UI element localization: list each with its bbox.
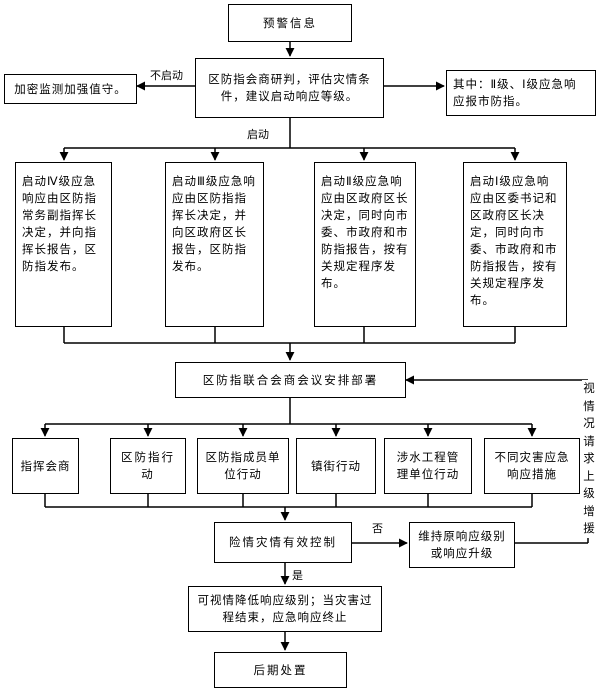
label-yes: 是 xyxy=(292,569,303,582)
level-3-box: 启动Ⅲ级应急响应由区防指指挥长决定，并向区政府区长报告，区防指发布。 xyxy=(165,162,264,327)
consultation-box: 区防指会商研判，评估灾情条件，建议启动响应等级。 xyxy=(195,58,384,118)
label-no: 否 xyxy=(372,522,383,535)
lower-response-box: 可视情降低响应级别；当灾害过程结束，应急响应终止 xyxy=(188,586,382,632)
report-note-box: 其中：Ⅱ级、Ⅰ级应急响应报市防指。 xyxy=(446,70,596,116)
action-command-box: 指挥会商 xyxy=(12,438,79,494)
maintain-box: 维持原响应级别或响应升级 xyxy=(409,522,515,568)
request-support-label: 视情况请求上级增援 xyxy=(582,380,596,538)
controlled-box: 险情灾情有效控制 xyxy=(214,522,352,563)
monitor-box: 加密监测加强值守。 xyxy=(4,74,137,104)
action-disaster-box: 不同灾害应急响应措施 xyxy=(484,438,580,494)
warning-info-box: 预警信息 xyxy=(228,4,352,42)
action-district-box: 区防指行动 xyxy=(110,438,186,494)
aftermath-box: 后期处置 xyxy=(214,652,347,688)
action-towns-box: 镇街行动 xyxy=(296,438,376,494)
label-no-start: 不启动 xyxy=(150,69,183,82)
joint-meeting-box: 区防指联合会商会议安排部署 xyxy=(175,362,406,398)
level-4-box: 启动Ⅳ级应急响应由区防指常务副指挥长决定，并向指挥长报告，区防指发布。 xyxy=(15,162,112,327)
level-1-box: 启动Ⅰ级应急响应由区委书记和区政府区长决定，同时向市委、市政府和市防指报告，按有… xyxy=(463,162,567,327)
action-members-box: 区防指成员单位行动 xyxy=(197,438,289,494)
action-water-box: 涉水工程管理单位行动 xyxy=(384,438,472,494)
level-2-box: 启动Ⅱ级应急响应由区政府区长决定，同时向市委、市政府和市防指报告，按有关规定程序… xyxy=(314,162,416,327)
label-start: 启动 xyxy=(247,128,269,141)
